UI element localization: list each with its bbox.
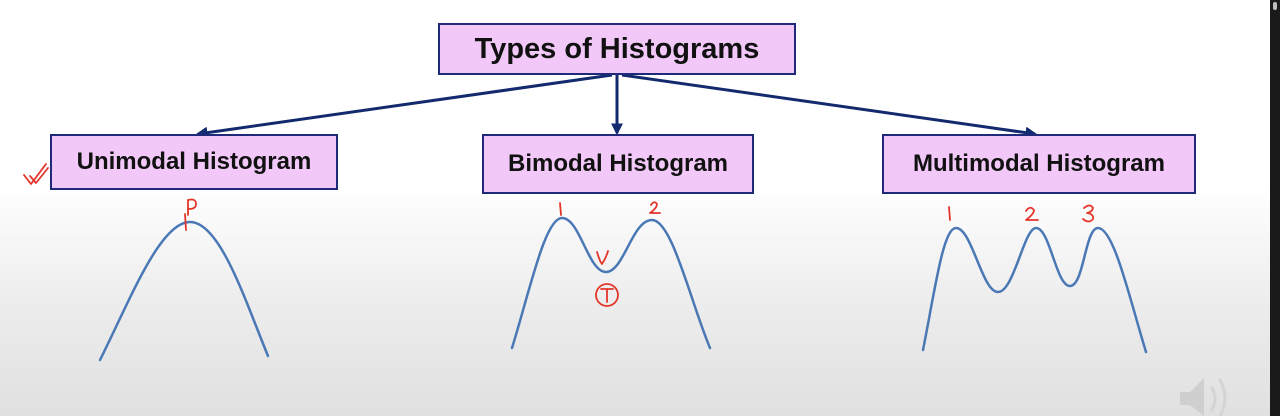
arrow-to-multimodal — [621, 73, 1038, 139]
bimodal-peak-1-annotation — [559, 202, 562, 216]
bimodal-peak-2-annotation — [649, 201, 661, 214]
unimodal-box: Unimodal Histogram — [50, 134, 338, 190]
checkmark-icon — [23, 163, 49, 185]
unimodal-label: Unimodal Histogram — [76, 148, 312, 175]
scrollbar[interactable] — [1270, 0, 1280, 416]
unimodal-curve — [98, 220, 270, 362]
scroll-thumb[interactable] — [1273, 2, 1277, 10]
multimodal-curve — [921, 226, 1148, 354]
bimodal-box: Bimodal Histogram — [482, 134, 754, 194]
diagram-title: Types of Histograms — [474, 32, 760, 65]
speaker-icon[interactable] — [1180, 378, 1227, 416]
multimodal-peak-annotations — [948, 204, 1095, 223]
bimodal-label: Bimodal Histogram — [507, 150, 729, 177]
arrow-to-unimodal — [195, 73, 613, 139]
multimodal-box: Multimodal Histogram — [882, 134, 1196, 194]
unimodal-peak-annotation — [184, 198, 197, 231]
title-box: Types of Histograms — [438, 23, 796, 75]
bimodal-curve — [510, 216, 712, 350]
multimodal-label: Multimodal Histogram — [912, 150, 1165, 177]
bimodal-trough-annotation — [595, 250, 619, 307]
